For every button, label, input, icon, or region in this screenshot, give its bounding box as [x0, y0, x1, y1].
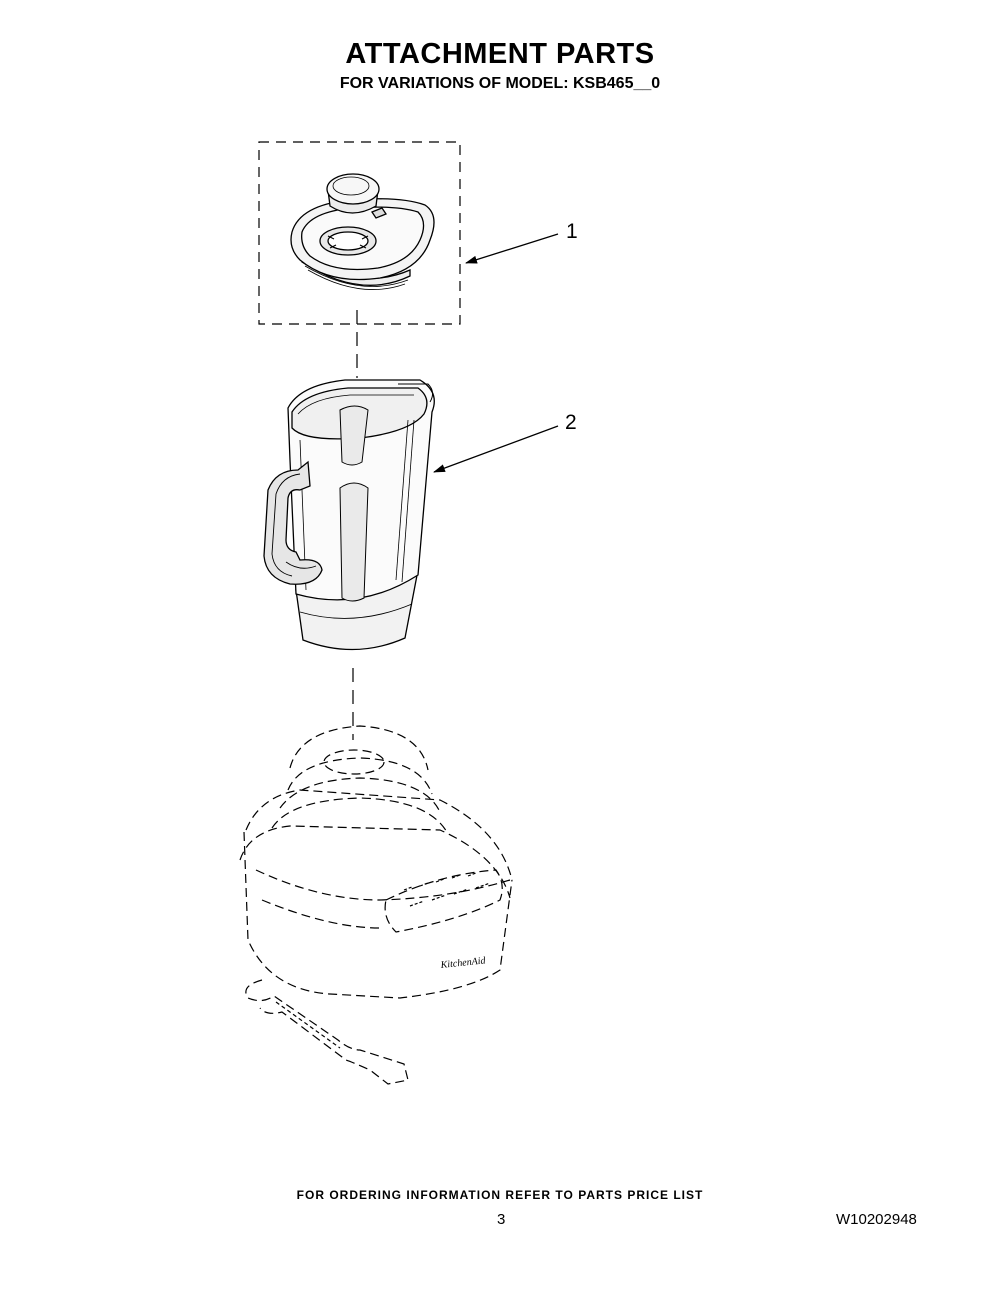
blender-base-phantom-icon — [239, 725, 513, 1085]
page-title: ATTACHMENT PARTS — [345, 38, 655, 70]
document-number: W10202948 — [836, 1211, 917, 1228]
callout-2-label: 2 — [565, 411, 577, 434]
callout-1-label: 1 — [566, 220, 578, 243]
lid-group-dashed-frame — [258, 141, 461, 325]
page-number: 3 — [497, 1211, 506, 1228]
ordering-note: FOR ORDERING INFORMATION REFER TO PARTS … — [296, 1188, 704, 1202]
brand-mark-icon: KitchenAid — [439, 955, 487, 971]
lid-assembly-icon — [290, 173, 435, 290]
callout-1-leader — [465, 233, 559, 264]
page-subtitle: FOR VARIATIONS OF MODEL: KSB465__0 — [339, 75, 661, 92]
callout-2-leader — [433, 425, 559, 473]
blender-jar-icon — [263, 379, 435, 651]
